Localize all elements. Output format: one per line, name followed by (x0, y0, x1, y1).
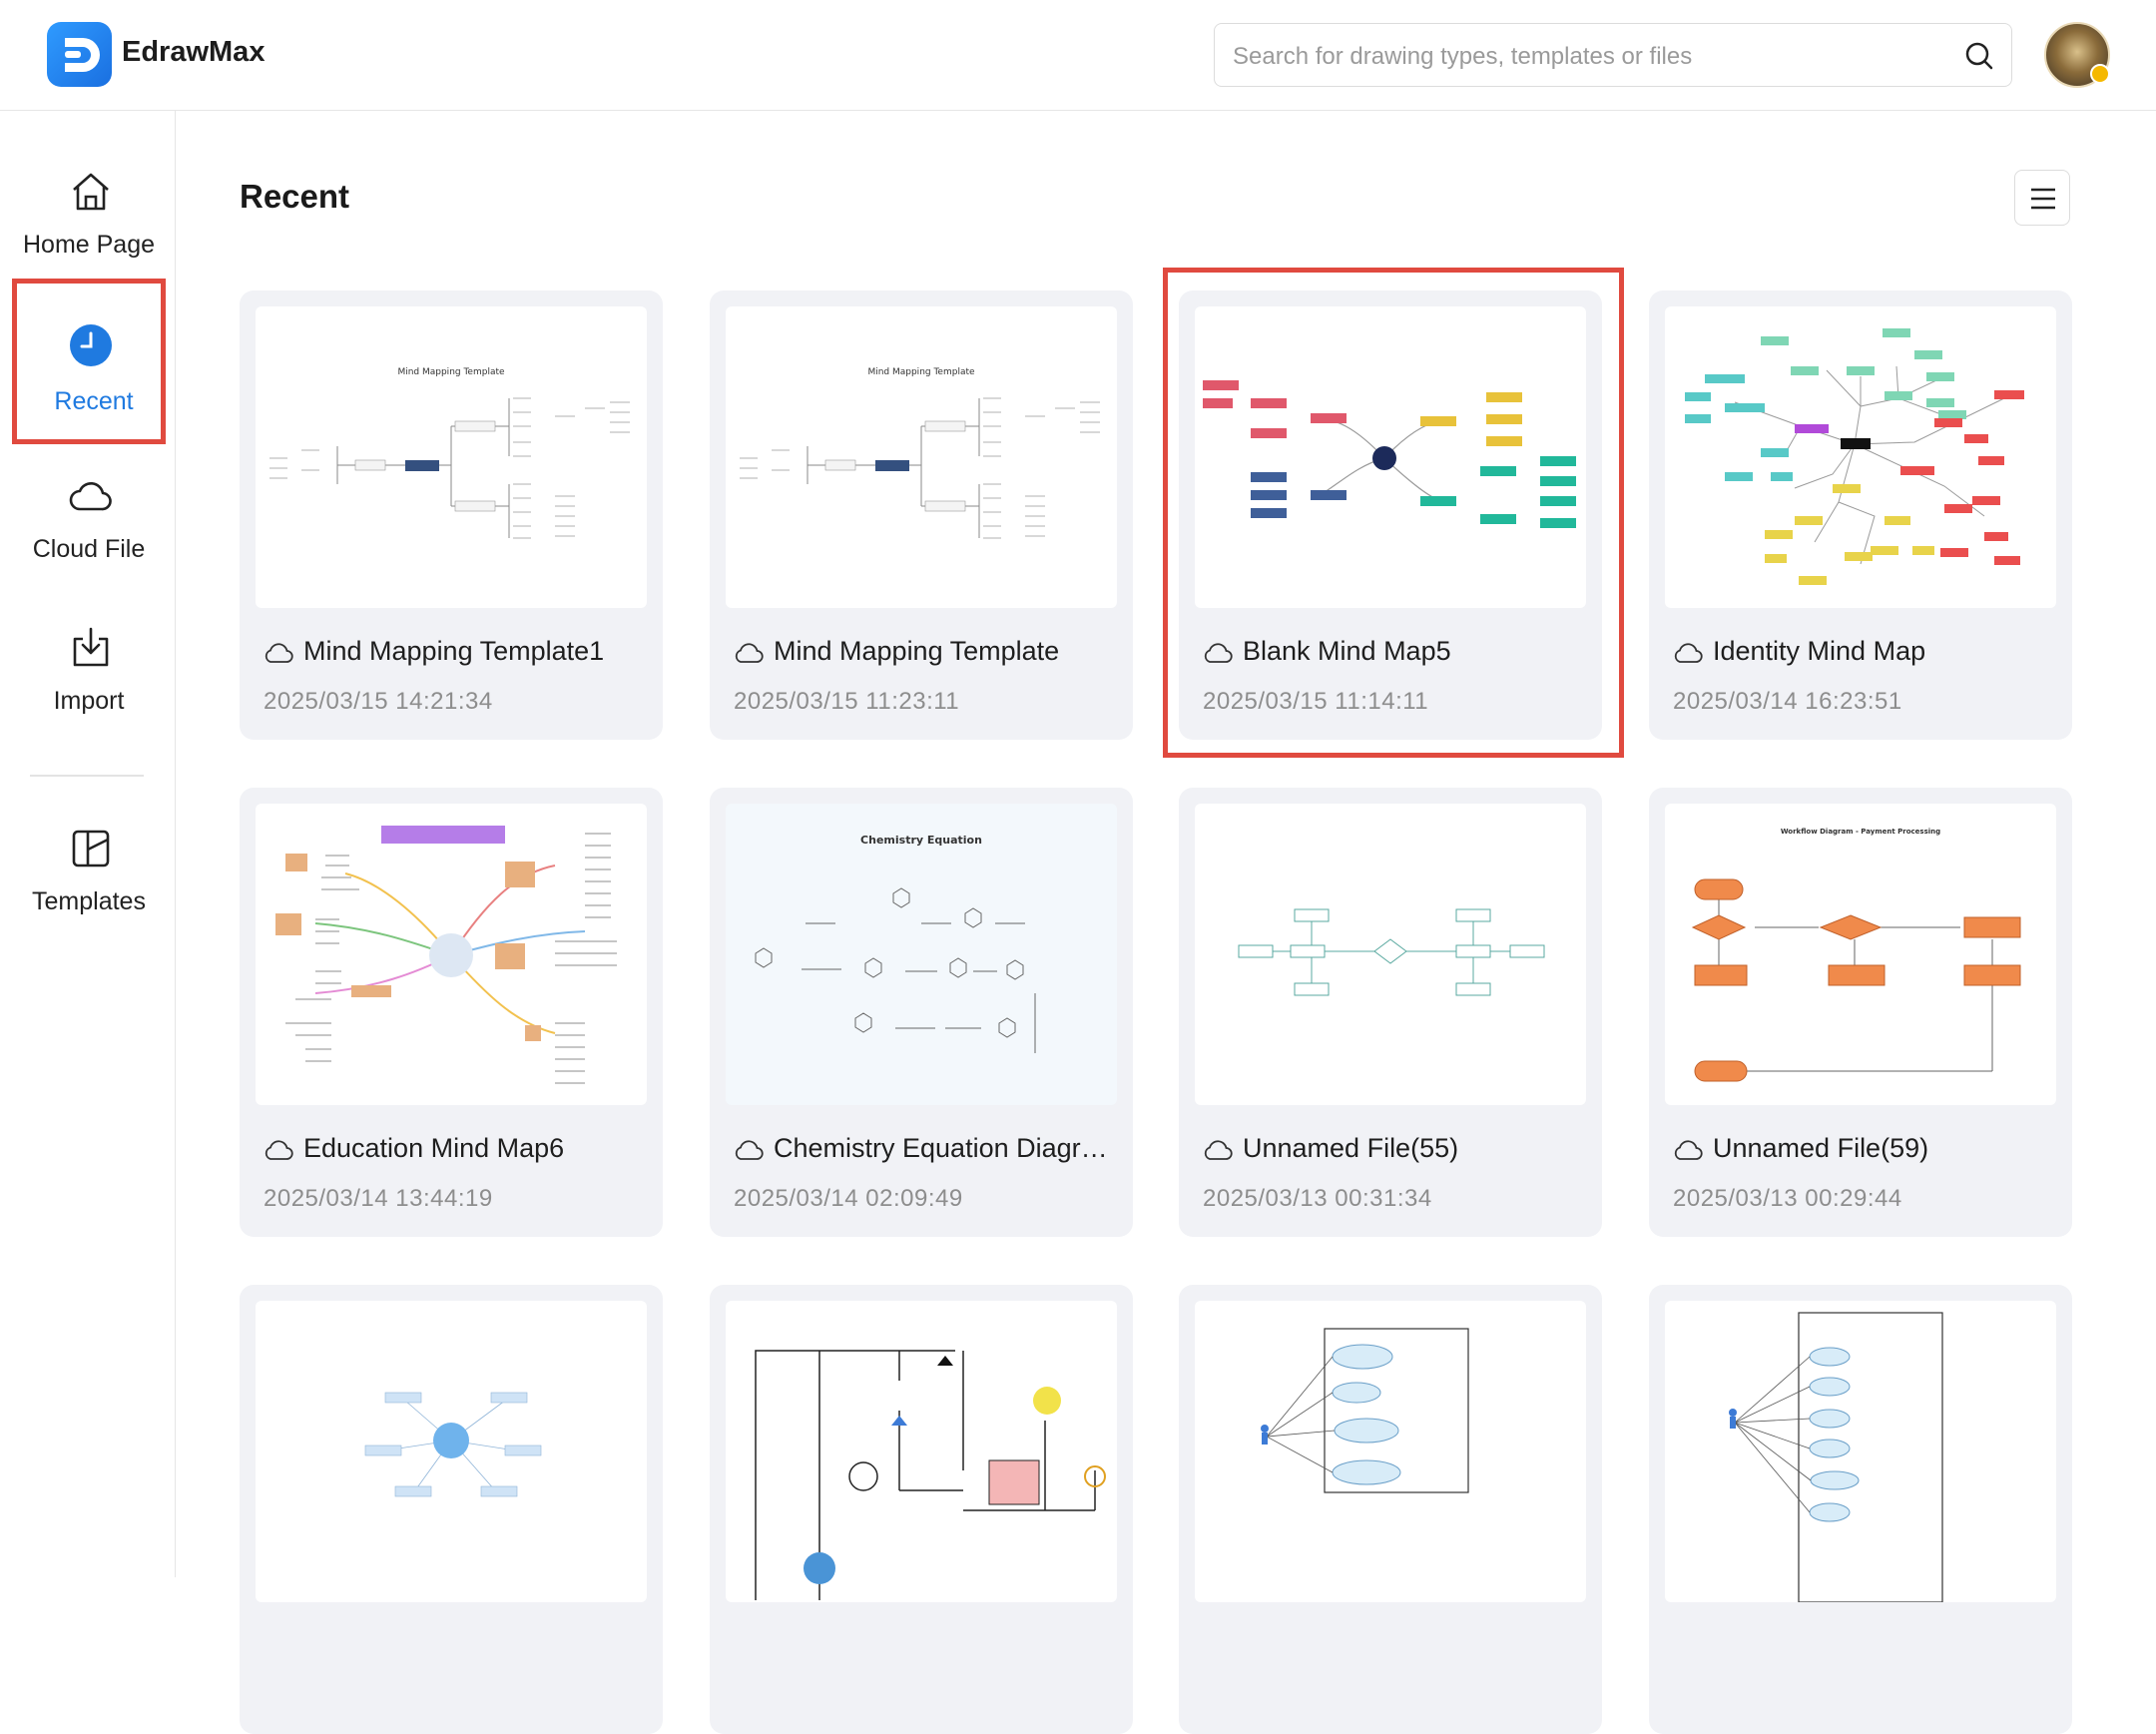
cloud-icon (265, 1140, 293, 1160)
file-date: 2025/03/15 11:23:11 (734, 688, 960, 715)
file-thumbnail[interactable]: Mind Mapping Template (726, 306, 1117, 608)
file-thumbnail[interactable] (256, 804, 647, 1105)
edrawmax-logo[interactable] (47, 22, 112, 87)
file-card[interactable]: Chemistry Equation Chemistry Equation Di… (710, 788, 1133, 1237)
thumb-title: Mind Mapping Template (867, 367, 975, 377)
cloud-icon (1204, 1140, 1233, 1160)
file-name: Education Mind Map6 (303, 1133, 565, 1163)
file-date: 2025/03/13 00:31:34 (1203, 1185, 1432, 1212)
sidebar-item-import[interactable]: Import (12, 605, 166, 755)
file-card[interactable]: Blank Mind Map5 2025/03/15 11:14:11 (1179, 290, 1602, 740)
file-title-row: Education Mind Map6 (264, 1133, 643, 1167)
file-card[interactable] (1649, 1285, 2072, 1734)
file-date: 2025/03/15 11:14:11 (1203, 688, 1429, 715)
file-date: 2025/03/13 00:29:44 (1673, 1185, 1902, 1212)
sidebar-item-recent[interactable]: Recent (12, 279, 166, 444)
thumb-title: Chemistry Equation (860, 834, 982, 847)
file-name: Identity Mind Map (1713, 636, 1926, 666)
sidebar-divider (30, 775, 144, 777)
sidebar-item-label: Import (53, 687, 125, 715)
file-thumbnail[interactable] (256, 1301, 647, 1602)
sidebar-item-cloud-file[interactable]: Cloud File (12, 453, 166, 603)
file-thumbnail[interactable] (1665, 306, 2056, 608)
cloud-icon (1674, 1140, 1703, 1160)
cloud-icon (735, 643, 764, 663)
file-thumbnail[interactable]: Chemistry Equation (726, 804, 1117, 1105)
sidebar-item-label: Home Page (22, 231, 156, 259)
file-thumbnail[interactable] (1665, 1301, 2056, 1602)
file-title-row: Mind Mapping Template1 (264, 636, 643, 670)
clock-icon (70, 324, 112, 366)
cloud-icon (1204, 643, 1233, 663)
file-card[interactable]: Education Mind Map6 2025/03/14 13:44:19 (240, 788, 663, 1237)
file-title-row: Mind Mapping Template (734, 636, 1113, 670)
file-name: Blank Mind Map5 (1243, 636, 1451, 666)
file-title-row: Chemistry Equation Diagra... (734, 1133, 1118, 1167)
sidebar-item-templates[interactable]: Templates (12, 806, 166, 955)
cloud-icon (735, 1140, 764, 1160)
sidebar-item-label: Templates (32, 887, 146, 915)
home-icon (73, 173, 109, 211)
thumb-title: Mind Mapping Template (397, 367, 505, 377)
file-name: Unnamed File(59) (1713, 1133, 1929, 1163)
file-name: Chemistry Equation Diagra... (774, 1133, 1118, 1163)
file-thumbnail[interactable]: Mind Mapping Template (256, 306, 647, 608)
menu-icon (2031, 188, 2055, 210)
file-name: Mind Mapping Template (774, 636, 1060, 666)
file-card[interactable]: Workflow Diagram - Payment Processing Un… (1649, 788, 2072, 1237)
file-thumbnail[interactable] (1195, 1301, 1586, 1602)
file-card[interactable]: Unnamed File(55) 2025/03/13 00:31:34 (1179, 788, 1602, 1237)
app-name: EdrawMax (122, 36, 266, 68)
list-view-button[interactable] (2014, 170, 2070, 226)
cloud-icon (69, 481, 112, 511)
top-header: EdrawMax Search for drawing types, templ… (0, 0, 2156, 111)
cloud-icon (1674, 643, 1703, 663)
file-title-row: Unnamed File(55) (1203, 1133, 1582, 1167)
sidebar-item-home[interactable]: Home Page (12, 149, 166, 298)
file-date: 2025/03/14 16:23:51 (1673, 688, 1902, 715)
thumb-title: Workflow Diagram - Payment Processing (1781, 828, 1940, 836)
file-thumbnail[interactable] (726, 1301, 1117, 1602)
file-date: 2025/03/15 14:21:34 (264, 688, 493, 715)
search-input[interactable]: Search for drawing types, templates or f… (1214, 23, 2012, 87)
search-placeholder: Search for drawing types, templates or f… (1233, 43, 1693, 70)
file-title-row: Blank Mind Map5 (1203, 636, 1582, 670)
templates-icon (72, 830, 110, 867)
file-title-row: Unnamed File(59) (1673, 1133, 2052, 1167)
file-card[interactable] (1179, 1285, 1602, 1734)
vip-badge-icon (2090, 64, 2110, 84)
page-title: Recent (240, 178, 350, 215)
file-date: 2025/03/14 13:44:19 (264, 1185, 493, 1212)
cloud-icon (265, 643, 293, 663)
sidebar: Home Page Recent Cloud File Import Templ… (0, 111, 176, 1577)
file-name: Mind Mapping Template1 (303, 636, 605, 666)
file-title-row: Identity Mind Map (1673, 636, 2052, 670)
sidebar-item-label: Recent (54, 387, 134, 415)
file-thumbnail[interactable] (1195, 306, 1586, 608)
file-name: Unnamed File(55) (1243, 1133, 1459, 1163)
file-card[interactable]: Mind Mapping Template Mind Mappi (240, 290, 663, 740)
search-icon[interactable] (1963, 40, 1995, 72)
file-card[interactable] (710, 1285, 1133, 1734)
file-card[interactable]: Mind Mapping Template Mind Mappi (710, 290, 1133, 740)
file-card[interactable]: Identity Mind Map 2025/03/14 16:23:51 (1649, 290, 2072, 740)
file-thumbnail[interactable]: Workflow Diagram - Payment Processing (1665, 804, 2056, 1105)
file-thumbnail[interactable] (1195, 804, 1586, 1105)
file-card[interactable] (240, 1285, 663, 1734)
import-icon (73, 627, 109, 667)
sidebar-item-label: Cloud File (32, 535, 146, 563)
file-date: 2025/03/14 02:09:49 (734, 1185, 963, 1212)
